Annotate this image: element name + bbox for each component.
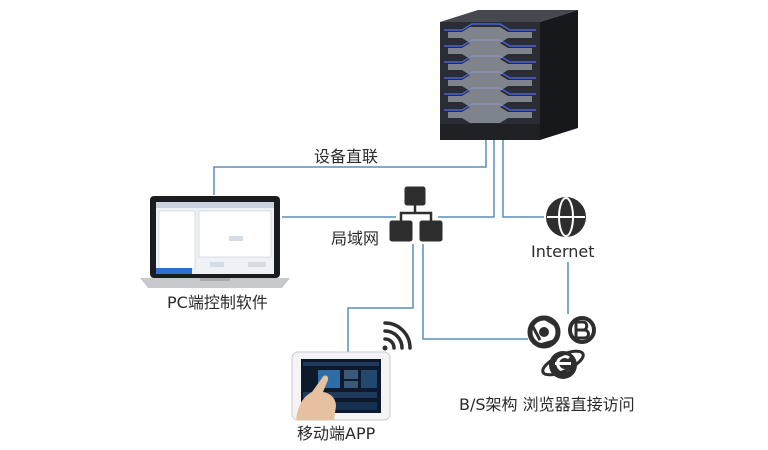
label-pc-software: PC端控制软件 xyxy=(167,293,268,312)
tablet-icon xyxy=(291,351,391,421)
label-direct-connection: 设备直联 xyxy=(314,147,379,166)
label-internet: Internet xyxy=(531,242,595,261)
label-mobile-app: 移动端APP xyxy=(297,424,376,443)
server-rack-icon xyxy=(440,10,578,140)
line-lan-browser xyxy=(422,244,528,340)
line-server-internet xyxy=(502,138,544,218)
connection-lines xyxy=(213,138,569,354)
wifi-signal-icon xyxy=(382,321,412,351)
line-lan-server xyxy=(438,138,495,218)
browser-logos-icon xyxy=(527,315,596,379)
laptop-icon xyxy=(140,196,290,288)
network-hub-icon xyxy=(389,186,443,242)
line-direct xyxy=(213,138,487,195)
globe-icon xyxy=(546,197,586,237)
line-lan-mobile xyxy=(347,244,414,354)
label-browser-access: B/S架构 浏览器直接访问 xyxy=(459,395,635,414)
label-lan: 局域网 xyxy=(331,229,380,248)
